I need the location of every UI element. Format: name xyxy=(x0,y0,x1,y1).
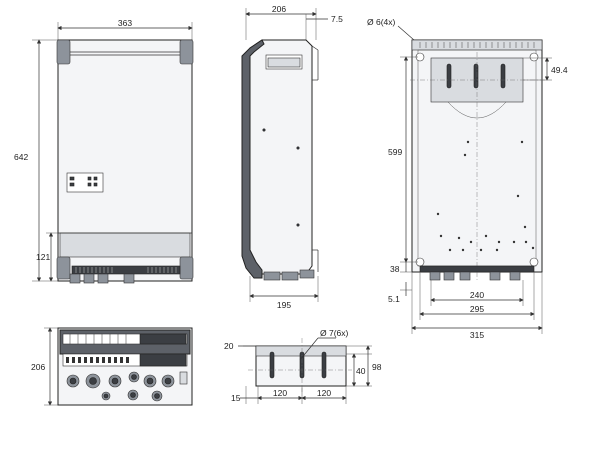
bracket-height-1-label: 40 xyxy=(356,366,366,376)
bracket-view: 20 Ø 7(6x) 40 98 15 120 120 xyxy=(224,328,382,404)
rear-inner-width-label: 295 xyxy=(470,304,484,314)
bracket-hole-label: Ø 7(6x) xyxy=(320,328,349,338)
rear-bottom-offset-label: 38 xyxy=(390,264,400,274)
rear-mount-hole-br xyxy=(529,257,539,267)
bracket-spacing-right-label: 120 xyxy=(317,388,331,398)
bracket-height-2-label: 98 xyxy=(372,362,382,372)
rear-view: Ø 6(4x) xyxy=(367,17,568,340)
rear-base-offset-label: 5.1 xyxy=(388,294,400,304)
front-bottom-left-foot xyxy=(56,256,71,280)
front-height-label: 642 xyxy=(14,152,28,162)
bracket-top-offset-label: 20 xyxy=(224,341,234,351)
rear-hole-spacing-label: 240 xyxy=(470,290,484,300)
front-top-left-handle xyxy=(56,39,71,65)
rear-bracket-offset-label: 49.4 xyxy=(551,65,568,75)
top-view-depth-label: 206 xyxy=(31,362,45,372)
front-bottom-offset-label: 121 xyxy=(36,252,50,262)
front-bottom-right-foot xyxy=(179,256,194,280)
side-front-cover xyxy=(241,39,265,279)
bracket-left-offset-label: 15 xyxy=(231,393,241,403)
rear-terminal-strip xyxy=(419,265,535,273)
front-top-right-handle xyxy=(179,39,194,65)
front-width-label: 363 xyxy=(118,18,132,28)
side-top-offset-label: 7.5 xyxy=(331,14,343,24)
rear-hole-height-label: 599 xyxy=(388,147,402,157)
front-view: 363 642 121 xyxy=(14,18,194,284)
rear-outer-width-label: 315 xyxy=(470,330,484,340)
rear-top-rail xyxy=(411,39,543,51)
top-view: 206 xyxy=(31,327,193,406)
side-view: 206 7.5 195 xyxy=(241,4,343,310)
side-bottom-depth-label: 195 xyxy=(277,300,291,310)
side-top-depth-label: 206 xyxy=(272,4,286,14)
led-indicator-panel xyxy=(66,172,104,193)
rear-mount-hole-tr xyxy=(529,52,539,62)
rear-hole-label: Ø 6(4x) xyxy=(367,17,396,27)
bracket-spacing-left-label: 120 xyxy=(273,388,287,398)
